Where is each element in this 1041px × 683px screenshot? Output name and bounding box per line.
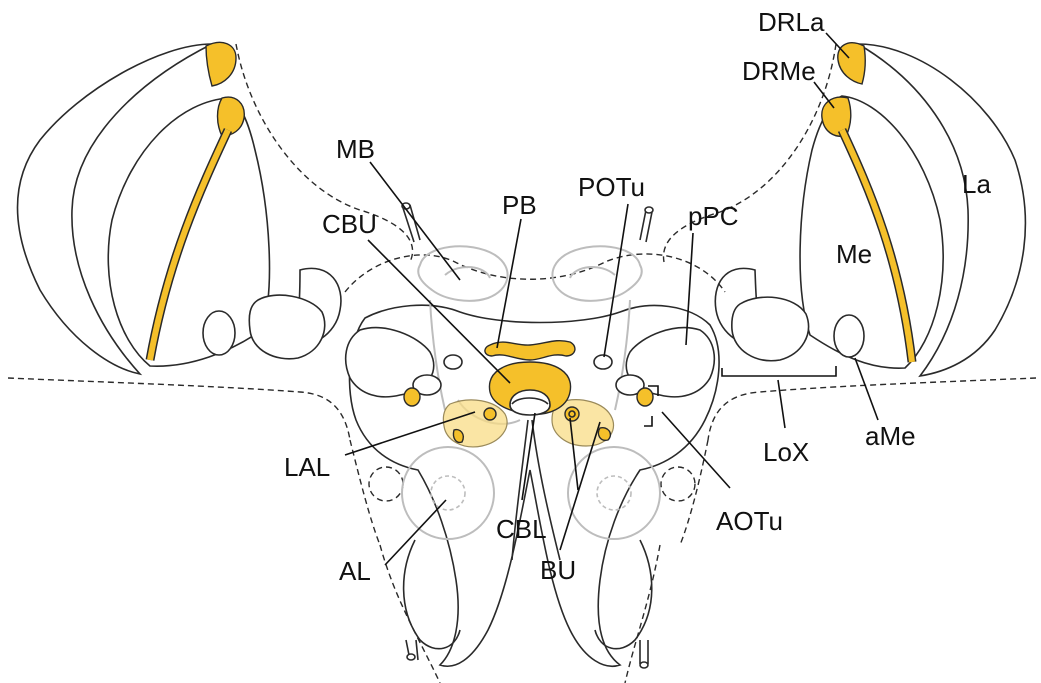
- right-mushroom-body: [552, 246, 641, 301]
- label-drla: DRLa: [758, 7, 825, 37]
- right-lobula: [732, 297, 809, 361]
- label-ppc: pPC: [688, 201, 739, 231]
- label-la: La: [962, 169, 991, 199]
- left-lobula: [249, 295, 324, 359]
- left-antennal-lobe: [402, 447, 494, 539]
- left-lal-dark-patch: [453, 430, 463, 443]
- label-mb: MB: [336, 134, 375, 164]
- left-mushroom-body: [418, 246, 507, 301]
- right-bulb: [565, 407, 579, 421]
- left-potu: [444, 355, 462, 369]
- lox-bracket: [722, 366, 836, 376]
- label-ame: aMe: [865, 421, 916, 451]
- right-aotu: [637, 388, 653, 406]
- right-lal-dark-patch: [598, 428, 610, 441]
- aotu-bracket-bottom: [644, 416, 652, 426]
- right-potu: [594, 355, 612, 369]
- label-al: AL: [339, 556, 371, 586]
- central-complex: [443, 341, 613, 447]
- label-cbl: CBL: [496, 514, 547, 544]
- label-aotu: AOTu: [716, 506, 783, 536]
- label-bu: BU: [540, 555, 576, 585]
- label-lox: LoX: [763, 437, 809, 467]
- left-drla: [206, 42, 236, 86]
- label-pb: PB: [502, 190, 537, 220]
- left-lal: [443, 400, 507, 447]
- label-drme: DRMe: [742, 56, 816, 86]
- right-drla: [838, 43, 866, 84]
- left-accessory-medulla: [203, 311, 235, 355]
- left-optic-lobe: [18, 42, 341, 374]
- nerve-stubs: [402, 203, 653, 668]
- right-medulla: [800, 96, 943, 368]
- right-accessory-medulla: [834, 315, 864, 357]
- label-me: Me: [836, 239, 872, 269]
- ellipsoid-body-cbl: [510, 390, 550, 415]
- right-antennal-lobe: [568, 447, 660, 539]
- left-aotu: [404, 388, 420, 406]
- left-bulb: [484, 408, 496, 420]
- label-potu: POTu: [578, 172, 645, 202]
- label-cbu: CBU: [322, 209, 377, 239]
- right-optic-lobe: [715, 43, 1025, 376]
- label-lal: LAL: [284, 452, 330, 482]
